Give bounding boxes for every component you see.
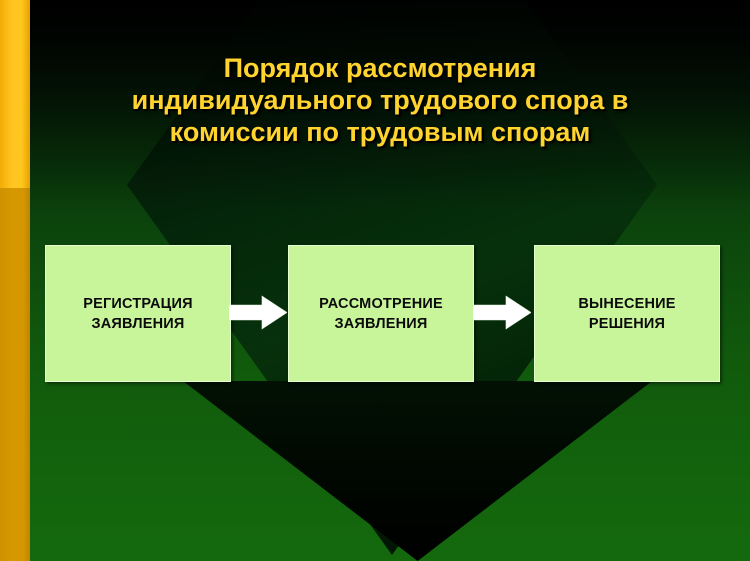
flow-node-review[interactable]: РАССМОТРЕНИЕ ЗАЯВЛЕНИЯ <box>288 245 474 382</box>
flow-node-decision-label: ВЫНЕСЕНИЕ РЕШЕНИЯ <box>578 294 675 334</box>
flow-node-decision-line-1: ВЫНЕСЕНИЕ <box>578 295 676 312</box>
flow-node-registration[interactable]: РЕГИСТРАЦИЯ ЗАЯВЛЕНИЯ <box>45 245 231 382</box>
left-accent-bar-upper <box>0 0 30 188</box>
slide-title-line-1: Порядок рассмотрения <box>223 53 537 83</box>
arrow-right-icon-2 <box>473 295 531 330</box>
slide-title-line-2: индивидуального трудового спора в <box>131 85 629 115</box>
flow-node-review-line-1: РАССМОТРЕНИЕ <box>319 295 443 312</box>
slide-title-line-3: комиссии по трудовым спорам <box>169 117 591 147</box>
arrow-right-icon-1 <box>229 295 287 330</box>
left-accent-bar <box>0 0 30 561</box>
flow-node-registration-label: РЕГИСТРАЦИЯ ЗАЯВЛЕНИЯ <box>83 294 192 334</box>
flow-node-review-label: РАССМОТРЕНИЕ ЗАЯВЛЕНИЯ <box>319 294 443 334</box>
flow-node-registration-line-2: ЗАЯВЛЕНИЯ <box>91 315 185 332</box>
flow-node-decision[interactable]: ВЫНЕСЕНИЕ РЕШЕНИЯ <box>534 245 720 382</box>
flow-node-decision-line-2: РЕШЕНИЯ <box>588 315 666 332</box>
flow-node-registration-line-1: РЕГИСТРАЦИЯ <box>83 295 193 312</box>
process-flow-diagram: РЕГИСТРАЦИЯ ЗАЯВЛЕНИЯ РАССМОТРЕНИЕ ЗАЯВЛ… <box>0 245 750 385</box>
left-accent-bar-lower <box>0 188 30 561</box>
slide-title: Порядок рассмотрения индивидуального тру… <box>60 52 700 148</box>
flow-node-review-line-2: ЗАЯВЛЕНИЯ <box>334 315 428 332</box>
background-top-shade <box>0 0 750 210</box>
